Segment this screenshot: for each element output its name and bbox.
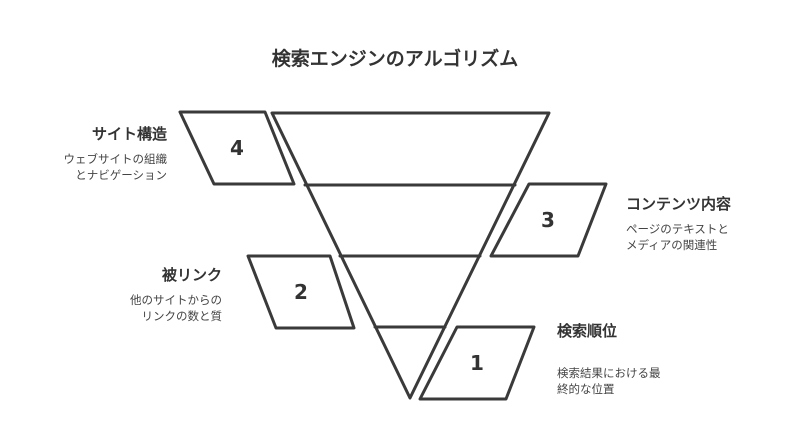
tag-number-2: 2 bbox=[294, 280, 308, 304]
tag-shape-3 bbox=[489, 182, 608, 258]
item-3-desc-line-2: メディアの関連性 bbox=[626, 238, 718, 252]
item-1-heading: 検索順位 bbox=[557, 322, 618, 340]
item-2-desc-line-2: リンクの数と質 bbox=[141, 309, 223, 323]
tag-shape-2 bbox=[246, 254, 356, 330]
item-4-desc-line-1: ウェブサイトの組織 bbox=[63, 152, 168, 166]
item-3-desc-line-1: ページのテキストと bbox=[626, 222, 729, 236]
tag-number-1: 1 bbox=[470, 351, 484, 375]
item-2-description: 他のサイトからの リンクの数と質 bbox=[130, 292, 222, 324]
diagram-title: 検索エンジンのアルゴリズム bbox=[271, 48, 519, 70]
item-3-description: ページのテキストと メディアの関連性 bbox=[626, 221, 729, 253]
item-2-heading: 被リンク bbox=[161, 266, 222, 284]
item-4-desc-line-2: とナビゲーション bbox=[75, 168, 167, 182]
item-1-description: 検索結果における最 終的な位置 bbox=[557, 365, 661, 397]
tag-number-3: 3 bbox=[541, 208, 555, 232]
item-4-heading: サイト構造 bbox=[91, 125, 167, 143]
tag-shape-4 bbox=[178, 110, 296, 186]
tag-shape-1 bbox=[418, 325, 536, 401]
item-1-desc-line-1: 検索結果における最 bbox=[557, 366, 661, 380]
item-1-desc-line-2: 終的な位置 bbox=[557, 382, 615, 396]
item-2-desc-line-1: 他のサイトからの bbox=[130, 293, 222, 307]
tag-number-4: 4 bbox=[230, 136, 244, 160]
item-3-heading: コンテンツ内容 bbox=[626, 195, 732, 213]
item-4-description: ウェブサイトの組織 とナビゲーション bbox=[64, 151, 168, 183]
